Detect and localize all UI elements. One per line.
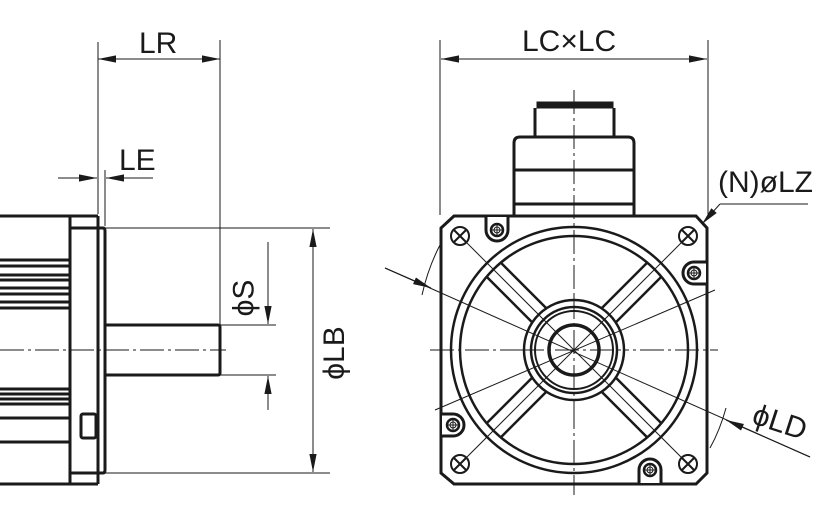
flange-outer-ring [449, 225, 699, 475]
ld-dimension [384, 244, 811, 458]
lc-label: LC×LC [522, 25, 617, 58]
flange-square [439, 214, 709, 486]
lz-label: (N)øLZ [718, 166, 813, 199]
lz-leader [701, 203, 808, 225]
lb-dimension [105, 227, 330, 474]
le-dimension [58, 170, 153, 226]
mounting-hole [450, 226, 470, 246]
side-view [0, 40, 330, 486]
lr-dimension [97, 40, 221, 325]
screw-boss [442, 412, 466, 438]
front-view [384, 40, 811, 495]
mounting-hole [450, 454, 470, 474]
screw-boss [681, 260, 706, 286]
lb-label: ϕLB [317, 326, 351, 380]
side-screw-boss [79, 412, 98, 440]
pcd-lines [384, 235, 811, 465]
mounting-hole [678, 226, 698, 246]
mounting-holes [450, 226, 698, 474]
lr-label: LR [139, 27, 178, 60]
mounting-hole [678, 454, 698, 474]
screw-bosses [442, 217, 706, 483]
s-label: ϕS [227, 279, 261, 317]
cooling-fins [0, 258, 70, 444]
lc-dimension [439, 40, 709, 215]
flange-inner-ring [458, 234, 690, 466]
le-label: LE [119, 144, 156, 177]
screw-boss [637, 457, 663, 483]
spokes [486, 262, 662, 438]
screw-boss [484, 217, 510, 243]
s-dimension [220, 242, 276, 410]
